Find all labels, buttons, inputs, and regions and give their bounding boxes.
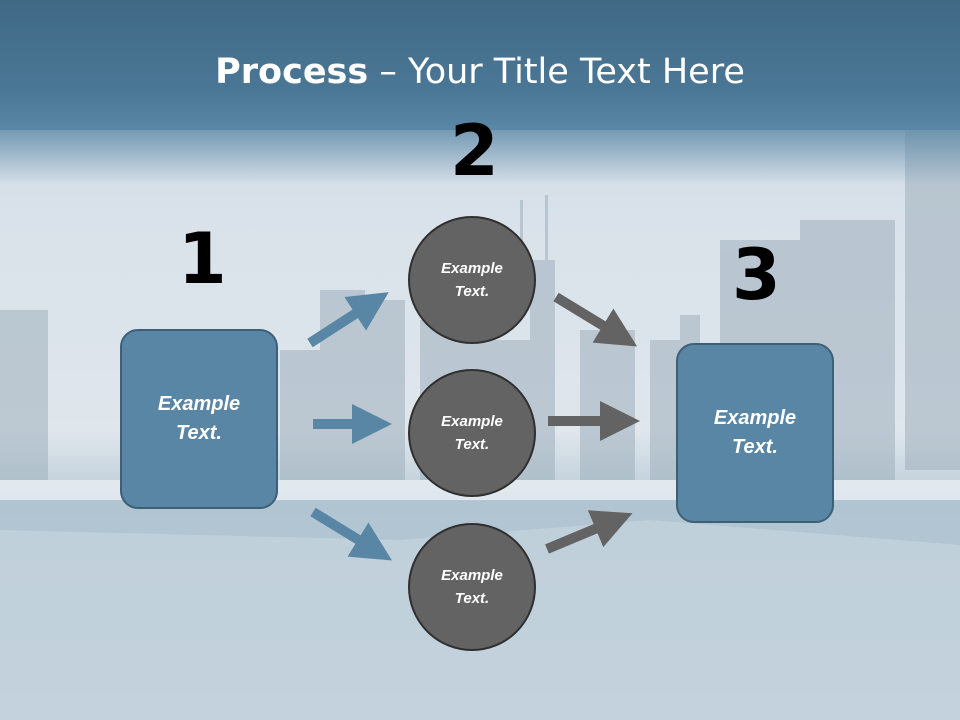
- step-3-box: Example Text.: [676, 343, 834, 523]
- title-band-fade: [0, 125, 960, 185]
- step-2-circle-middle: Example Text.: [408, 369, 536, 497]
- arrow-box1-to-circle1: [307, 292, 389, 348]
- step-number-3: 3: [732, 234, 781, 316]
- arrow-box1-to-circle3: [310, 507, 393, 561]
- step-2-circle-bottom: Example Text.: [408, 523, 536, 651]
- circle-bottom-line1: Example: [441, 567, 503, 584]
- step-2-circle-top: Example Text.: [408, 216, 536, 344]
- step-number-2: 2: [450, 110, 499, 192]
- arrow-circle1-to-box3: [553, 292, 638, 347]
- circle-middle-line2: Text.: [454, 436, 490, 453]
- slide-title: Process – Your Title Text Here: [0, 52, 960, 92]
- title-band: [0, 0, 960, 130]
- step-1-line1: Example: [157, 393, 241, 415]
- circle-bottom-line2: Text.: [454, 590, 490, 607]
- step-1-box: Example Text.: [120, 329, 278, 509]
- title-bold: Process: [215, 52, 369, 92]
- title-rest: – Your Title Text Here: [368, 52, 745, 92]
- circle-top-line1: Example: [441, 260, 503, 277]
- step-3-line2: Text.: [732, 436, 778, 458]
- step-3-line1: Example: [713, 407, 797, 429]
- step-number-1: 1: [178, 218, 227, 300]
- circle-top-line2: Text.: [454, 283, 490, 300]
- step-1-line2: Text.: [176, 422, 222, 444]
- circle-middle-line1: Example: [441, 413, 503, 430]
- arrow-circle3-to-box3: [545, 510, 633, 554]
